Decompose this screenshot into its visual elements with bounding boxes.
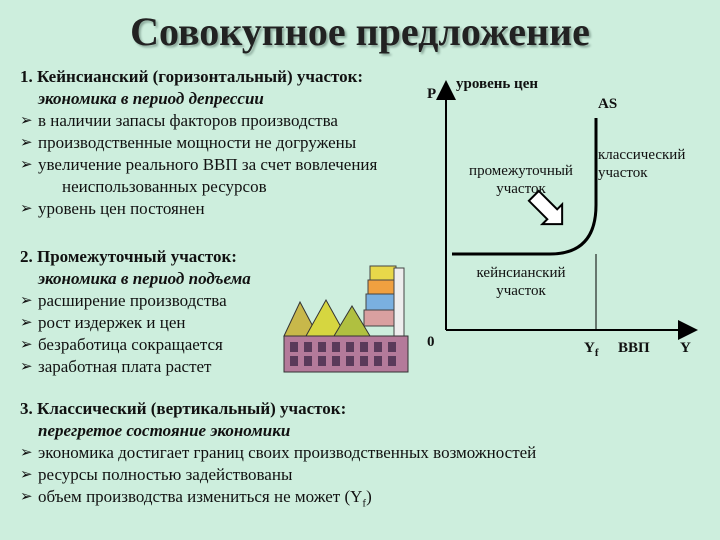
section1-bullet: производственные мощности не догружены [20, 132, 377, 154]
section1-bullet: в наличии запасы факторов производства [20, 110, 377, 132]
section2-subtitle: экономика в период подъема [38, 269, 251, 288]
section1: 1. Кейнсианский (горизонтальный) участок… [20, 66, 377, 220]
section1-heading: 1. Кейнсианский (горизонтальный) участок… [20, 67, 364, 86]
y-axis-end-label: Y [680, 340, 691, 356]
as-curve [452, 118, 598, 256]
section1-bullet: увеличение реального ВВП за счет вовлече… [20, 154, 377, 176]
section1-subtitle: экономика в период депрессии [38, 89, 264, 108]
as-label: AS [598, 96, 618, 112]
section2-bullet: рост издержек и цен [20, 312, 251, 334]
yf-label: Yf [584, 340, 599, 359]
section3-bullet: объем производства измениться не может (… [20, 486, 536, 514]
section2: 2. Промежуточный участок: экономика в пе… [20, 246, 251, 378]
page-title: Совокупное предложение [130, 9, 590, 54]
section3-bullet: экономика достигает границ своих произво… [20, 442, 536, 464]
section3-heading: 3. Классический (вертикальный) участок: [20, 399, 347, 418]
section2-bullet: безработица сокращается [20, 334, 251, 356]
down-right-arrow-icon [527, 189, 564, 226]
section3: 3. Классический (вертикальный) участок: … [20, 398, 536, 514]
price-level-label: уровень цен [456, 76, 538, 92]
factory-illustration-icon [283, 265, 409, 373]
section1-bullet: уровень цен постоянен [20, 198, 377, 220]
p-axis-label: P [427, 86, 437, 102]
gdp-label: ВВП [618, 340, 650, 356]
origin-label: 0 [427, 334, 435, 350]
section2-heading: 2. Промежуточный участок: [20, 247, 237, 266]
section2-bullet: расширение производства [20, 290, 251, 312]
section3-subtitle: перегретое состояние экономики [38, 421, 291, 440]
section1-bullet-continuation: неиспользованных ресурсов [62, 177, 267, 196]
section2-bullet: заработная плата растет [20, 356, 251, 378]
section3-bullet: ресурсы полностью задействованы [20, 464, 536, 486]
